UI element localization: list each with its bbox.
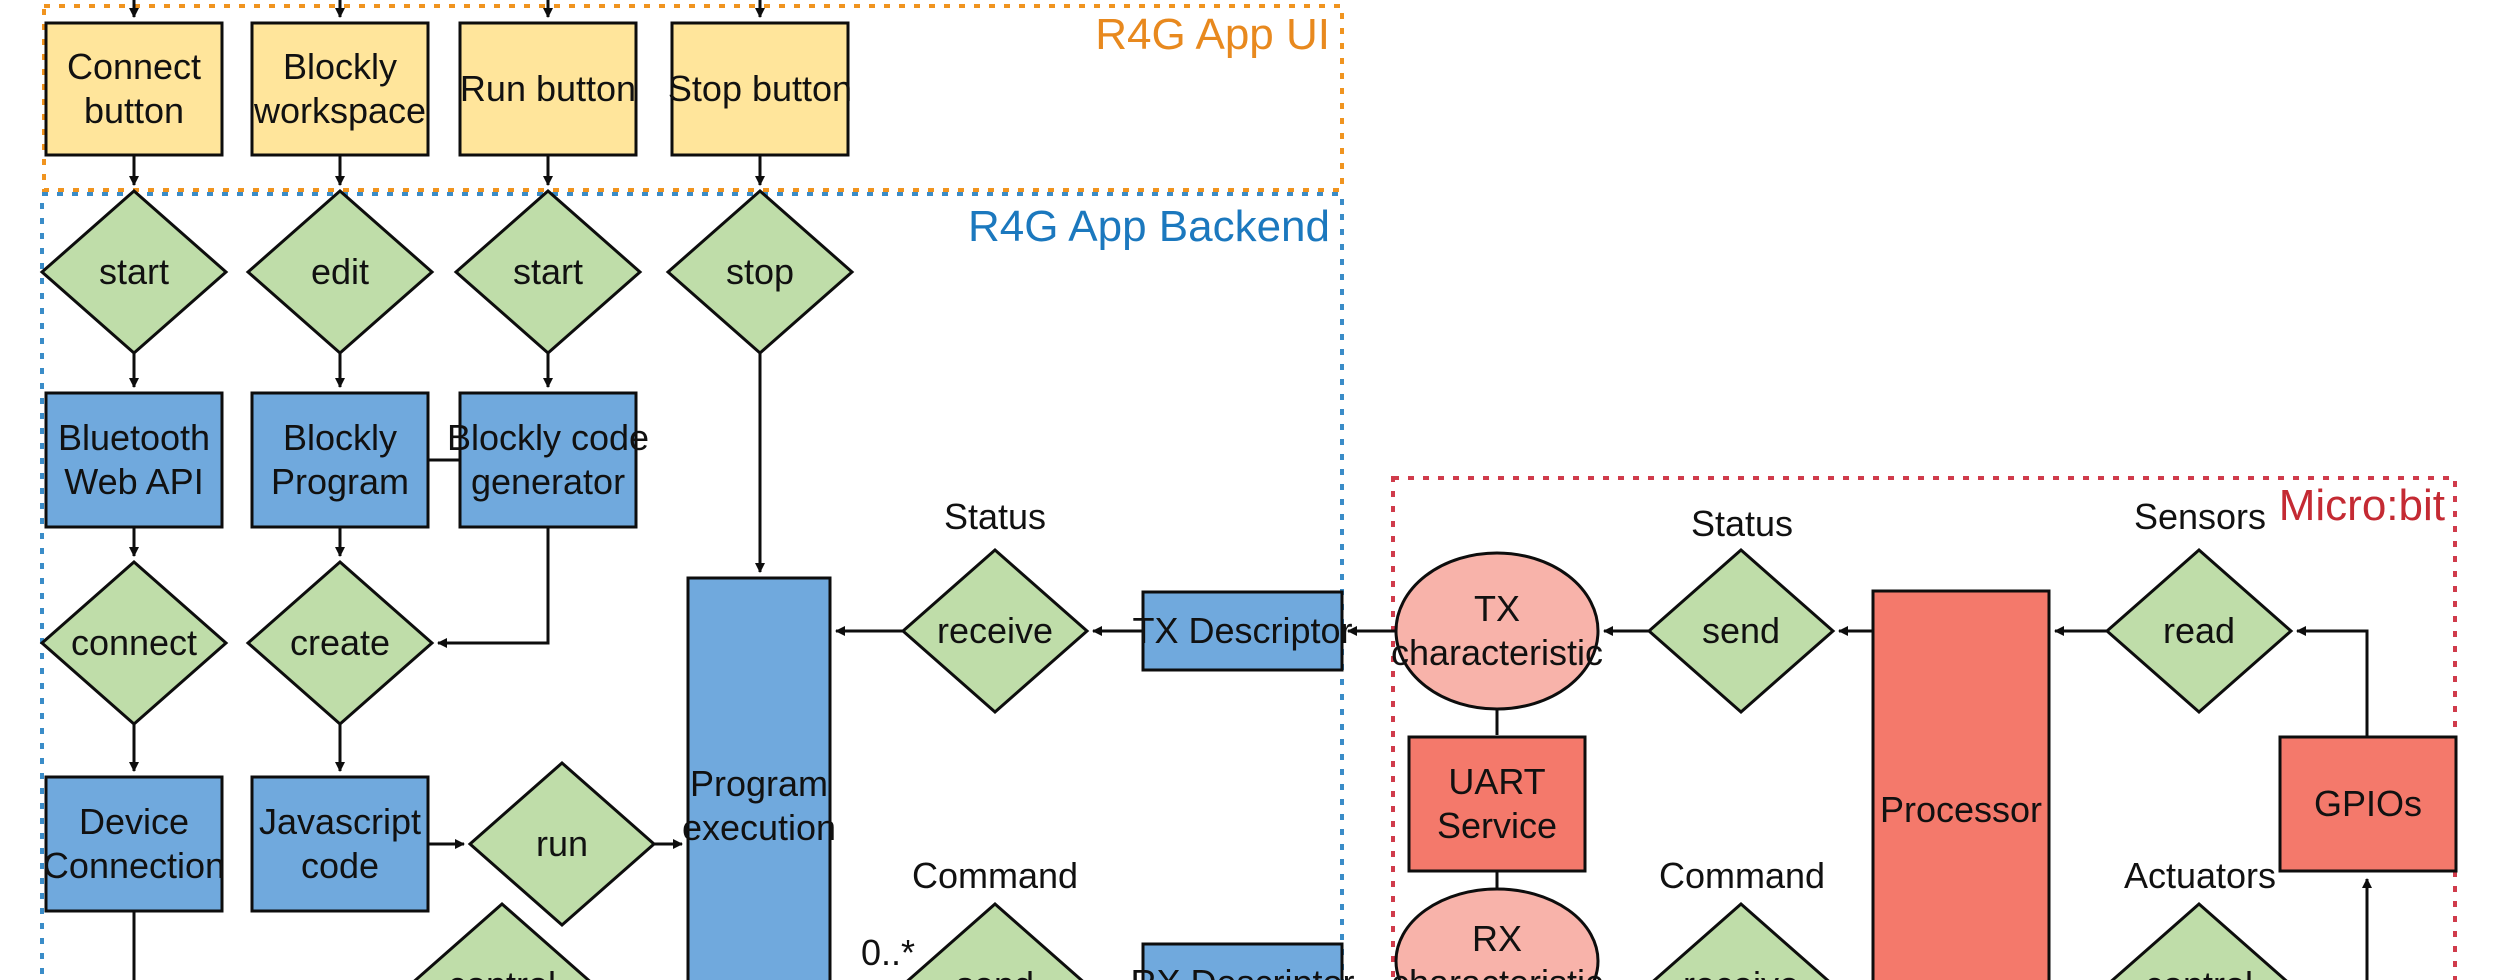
control-app-decision — [413, 902, 591, 980]
blockly-workspace-box — [250, 21, 430, 157]
connect-button-box — [44, 21, 224, 157]
edge-label-command-app: Command — [911, 855, 1079, 896]
device-connection-box — [44, 775, 224, 913]
edit-decision — [245, 189, 435, 355]
javascript-code-box — [250, 775, 430, 913]
bluetooth-web-api-box — [44, 391, 224, 529]
region-border-microbit — [1391, 476, 2457, 980]
receive-status-decision — [900, 548, 1090, 714]
control-mb-decision — [2110, 902, 2288, 980]
edge-label-sensors: Sensors — [2133, 496, 2267, 537]
tx-characteristic-characteristic — [1394, 551, 1600, 711]
edge-label-multiplicity: 0..* — [860, 932, 916, 973]
create-decision — [245, 560, 435, 726]
tx-descriptor-box — [1141, 590, 1344, 672]
run-decision — [467, 761, 657, 927]
region-title-microbit: Micro:bit — [2278, 481, 2445, 530]
region-title-app-ui: R4G App UI — [1095, 10, 1330, 59]
edge-controlmb-gpios — [2362, 878, 2372, 980]
edge-label-actuators: Actuators — [2123, 855, 2277, 896]
edge-device-control — [132, 911, 136, 980]
edge-label-status-mb: Status — [1690, 503, 1794, 544]
gpios-box — [2278, 735, 2458, 873]
processor-box — [1871, 589, 2051, 980]
uart-service-box — [1407, 735, 1587, 873]
stop-button-box — [670, 21, 850, 157]
blockly-code-generator-box — [458, 391, 638, 529]
edge-label-command-mb: Command — [1658, 855, 1826, 896]
read-decision — [2104, 548, 2294, 714]
start-run-decision — [453, 189, 643, 355]
stop-decision — [665, 189, 855, 355]
region-title-app-backend: R4G App Backend — [967, 202, 1330, 251]
edge-label-status-app: Status — [943, 496, 1047, 537]
edge-gpios-read — [2296, 626, 2369, 737]
rx-descriptor-box — [1141, 942, 1344, 980]
receive-mb-decision — [1652, 902, 1830, 980]
run-button-box — [458, 21, 638, 157]
blockly-program-box — [250, 391, 430, 529]
send-command-decision — [906, 902, 1084, 980]
start-connect-decision — [39, 189, 229, 355]
send-mb-decision — [1646, 548, 1836, 714]
connect-decision — [39, 560, 229, 726]
rx-characteristic-characteristic — [1394, 887, 1600, 980]
region-border-app-ui — [42, 4, 1344, 192]
program-execution-box — [686, 576, 832, 980]
edge-codegen-create — [437, 527, 550, 648]
